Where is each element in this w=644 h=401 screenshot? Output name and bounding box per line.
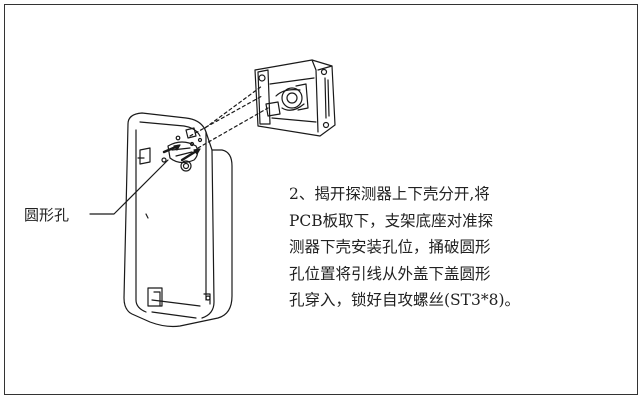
page-frame — [4, 4, 638, 395]
instruction-text: 2、揭开探测器上下壳分开,将 PCB板取下，支架底座对准探 测器下壳安装孔位，捅… — [289, 181, 629, 314]
callout-label: 圆形孔 — [24, 206, 70, 224]
wall-bracket — [254, 59, 336, 137]
instruction-line: 孔位置将引线从外盖下盖圆形 — [289, 264, 491, 283]
instruction-line: 测器下壳安装孔位，捅破圆形 — [289, 238, 491, 256]
detector-shell — [123, 112, 233, 328]
instruction-line: 2、揭开探测器上下壳分开,将 — [289, 185, 490, 203]
screw-arrows — [162, 144, 201, 162]
callout-round-hole: 圆形孔 — [24, 204, 69, 225]
callout-leader-line — [89, 159, 169, 215]
instruction-line: PCB板取下，支架底座对准探 — [289, 211, 494, 230]
instruction-line: 孔穿入，锁好自攻螺丝(ST3*8)。 — [289, 291, 521, 309]
